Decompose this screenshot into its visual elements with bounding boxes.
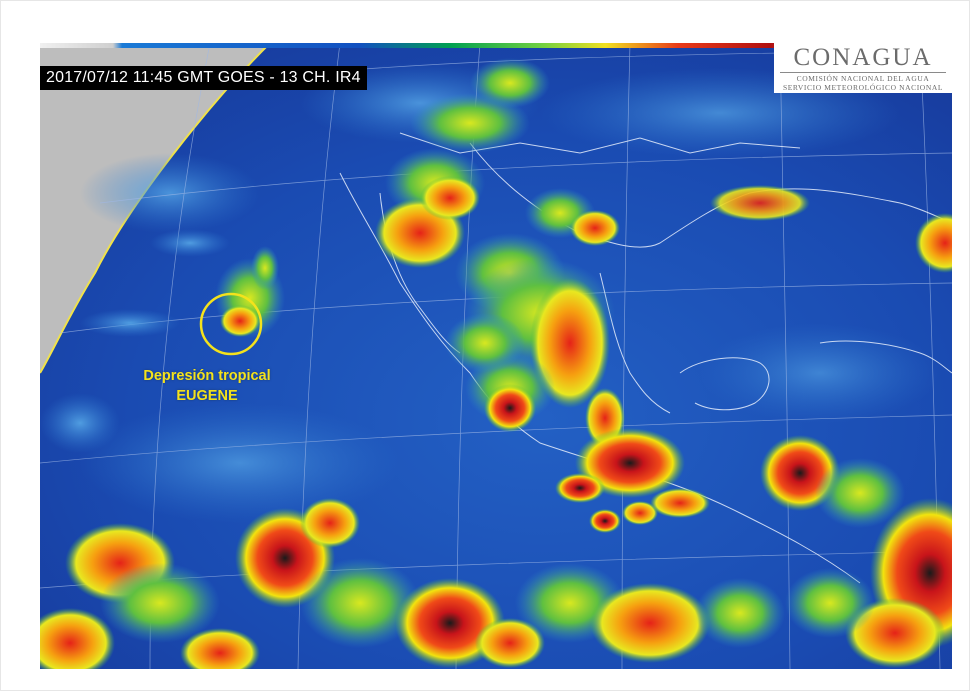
annotation-line-1: Depresión tropical <box>143 368 271 384</box>
annotation-line-2: EUGENE <box>176 388 238 404</box>
conagua-logo: CONAGUA COMISIÓN NACIONAL DEL AGUA SERVI… <box>774 43 952 93</box>
satellite-canvas <box>40 43 952 669</box>
eugene-highlight-circle <box>199 292 263 356</box>
storm-annotation: Depresión tropical EUGENE <box>142 366 272 406</box>
logo-divider <box>780 72 946 73</box>
logo-line-1: COMISIÓN NACIONAL DEL AGUA <box>796 74 930 83</box>
logo-line-2: SERVICIO METEOROLÓGICO NACIONAL <box>782 83 944 92</box>
color-scale-bar <box>40 43 952 48</box>
image-timestamp: 2017/07/12 11:45 GMT GOES - 13 CH. IR4 <box>40 66 367 90</box>
satellite-image: 2017/07/12 11:45 GMT GOES - 13 CH. IR4 C… <box>40 43 952 669</box>
logo-name: CONAGUA <box>793 44 933 71</box>
